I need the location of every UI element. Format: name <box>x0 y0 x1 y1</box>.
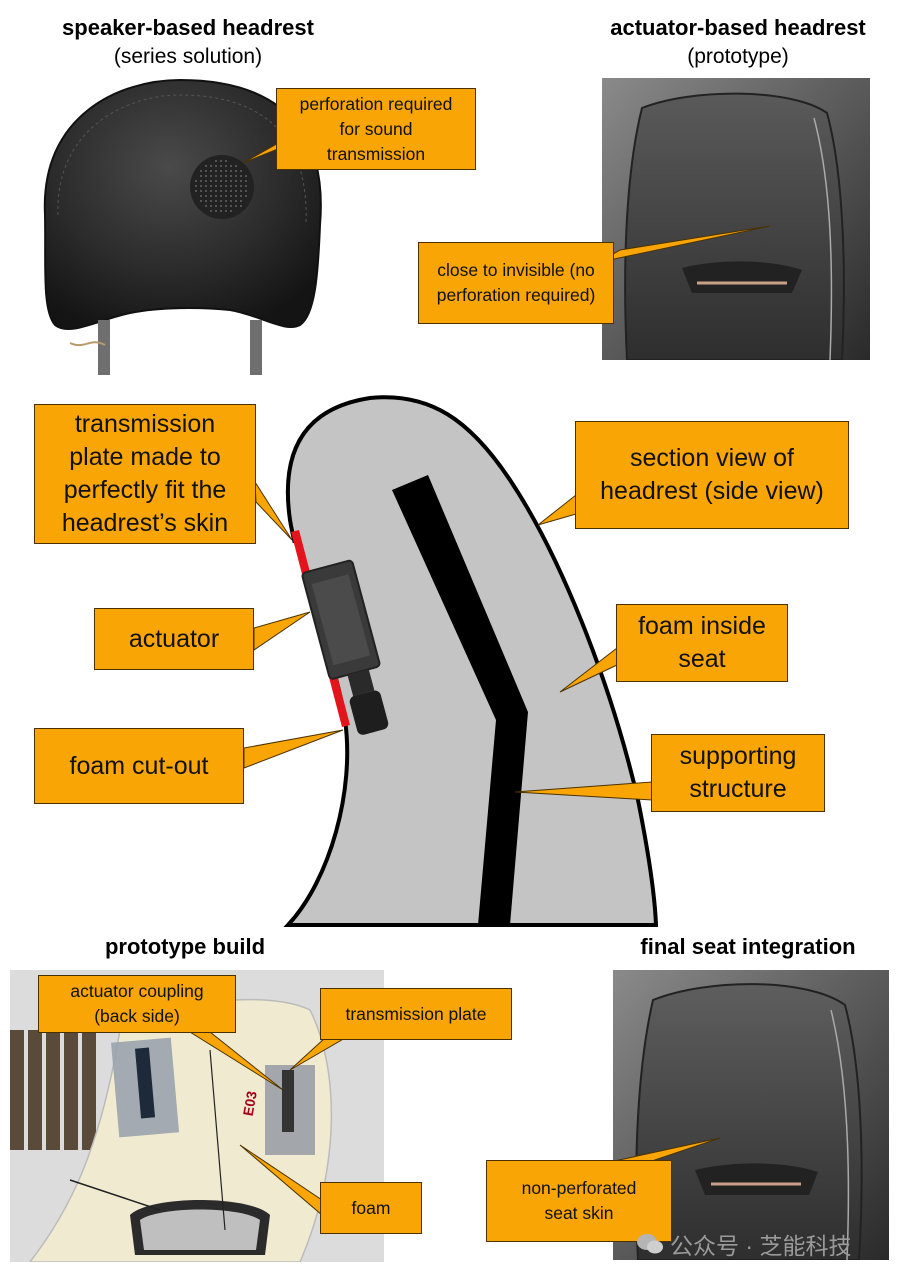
callout-transmission-plate: transmission plate <box>320 988 512 1040</box>
prototype-build-title: prototype build <box>104 934 266 959</box>
actuator-headrest-title: actuator-based headrest <box>610 15 866 40</box>
final-seat-title: final seat integration <box>640 934 856 959</box>
actuator-headrest-photo <box>602 78 870 360</box>
callout-actuator-coupling: actuator coupling(back side) <box>38 975 236 1033</box>
callout-foam: foam <box>320 1182 422 1234</box>
wechat-icon <box>637 1234 663 1254</box>
perforation-grille <box>190 155 254 219</box>
photo-marking: E03 <box>240 1090 260 1118</box>
watermark-text: 公众号 · 芝能科技 <box>670 1233 852 1259</box>
supporting-structure-bar <box>392 475 528 925</box>
callout-foam-cutout: foam cut-out <box>34 728 244 804</box>
callout-actuator: actuator <box>94 608 254 670</box>
actuator-body <box>301 559 389 735</box>
speaker-headrest-subtitle: (series solution) <box>113 45 263 68</box>
actuator-headrest-drawing <box>602 78 870 360</box>
transmission-plate-red <box>291 530 350 727</box>
speaker-headrest-title: speaker-based headrest <box>62 15 314 40</box>
actuator-headrest-subtitle: (prototype) <box>687 45 789 68</box>
